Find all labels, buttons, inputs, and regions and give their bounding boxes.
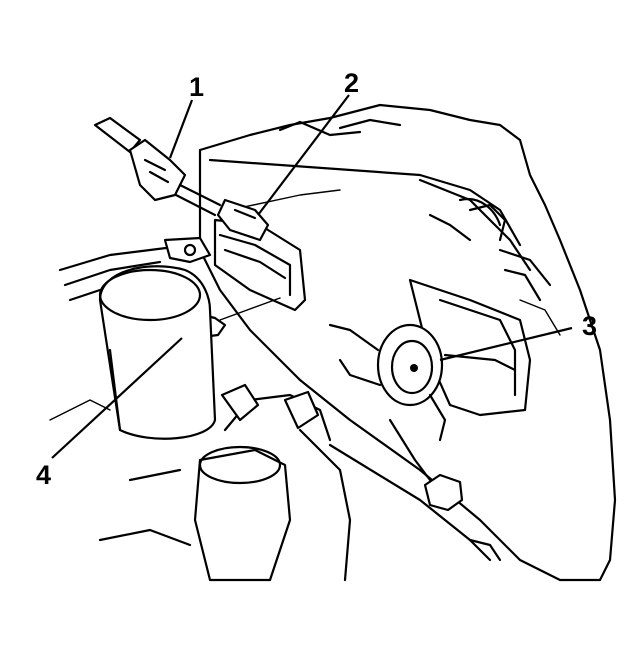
canister xyxy=(98,265,217,440)
hose-cap xyxy=(388,418,502,562)
callout-2: 2 xyxy=(344,68,360,98)
leader-1 xyxy=(168,99,194,159)
callout-1: 1 xyxy=(189,72,205,102)
leader-4 xyxy=(51,337,183,459)
throttle-body xyxy=(328,323,447,442)
lower-manifold xyxy=(49,383,492,582)
leader-2 xyxy=(257,94,350,216)
callout-4: 4 xyxy=(36,460,52,490)
sensor-module xyxy=(213,198,307,312)
harness-connector xyxy=(93,116,222,217)
wiring-bracket xyxy=(58,236,212,302)
leader-3 xyxy=(439,326,573,362)
callout-3: 3 xyxy=(582,311,598,341)
